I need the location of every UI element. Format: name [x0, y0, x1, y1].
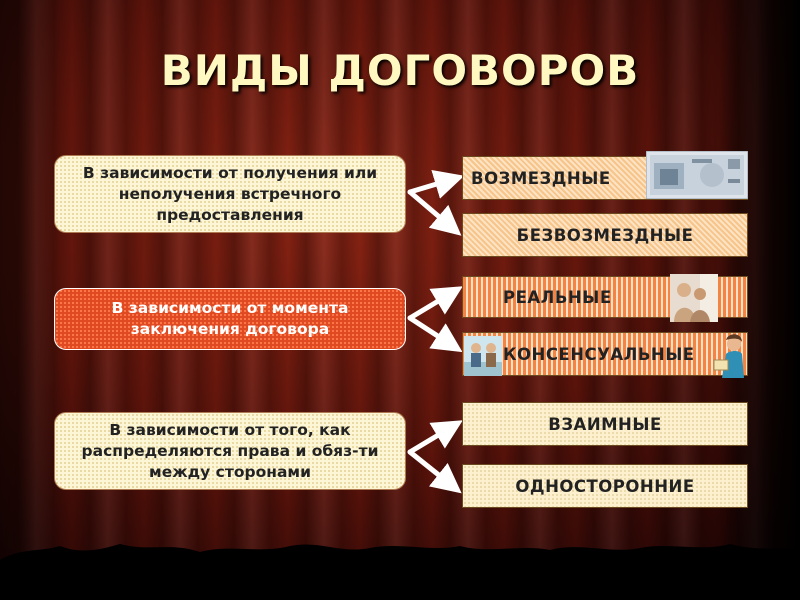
arrow-3b: [407, 449, 462, 494]
option-label: ОДНОСТОРОННИЕ: [515, 476, 695, 496]
arrow-2a: [407, 286, 463, 321]
option-odnostoronnie: ОДНОСТОРОННИЕ: [462, 464, 748, 508]
category-label: В зависимости от момента заключения дого…: [111, 299, 349, 338]
arrow-1b: [407, 189, 462, 236]
curtain-left-shadow: [0, 0, 60, 600]
option-label: РЕАЛЬНЫЕ: [503, 287, 612, 307]
banknote-icon: [646, 151, 748, 199]
category-conclusion-moment: В зависимости от момента заключения дого…: [54, 288, 406, 350]
category-rights-distribution: В зависимости от того, как распределяютс…: [54, 412, 406, 490]
arrow-3a: [407, 420, 463, 455]
option-vzaimnye: ВЗАИМНЫЕ: [462, 402, 748, 446]
option-label: ВЗАИМНЫЕ: [548, 414, 662, 434]
option-label: ВОЗМЕЗДНЫЕ: [471, 168, 611, 188]
option-konsensualnye: КОНСЕНСУАЛЬНЫЕ: [462, 332, 748, 376]
arrow-1a: [407, 169, 465, 199]
category-counter-performance: В зависимости от получения или неполучен…: [54, 155, 406, 233]
option-label: КОНСЕНСУАЛЬНЫЕ: [503, 344, 695, 364]
page-title: ВИДЫ ДОГОВОРОВ: [160, 46, 640, 95]
stage-floor: [0, 544, 800, 600]
option-bezvozmezdnye: БЕЗВОЗМЕЗДНЫЕ: [462, 213, 748, 257]
option-label: БЕЗВОЗМЕЗДНЫЕ: [516, 225, 694, 245]
meeting-icon: [464, 336, 502, 376]
woman-icon: [713, 334, 744, 378]
people-icon: [670, 274, 718, 322]
arrow-2b: [407, 315, 463, 353]
category-label: В зависимости от получения или неполучен…: [82, 163, 378, 224]
category-label: В зависимости от того, как распределяютс…: [81, 420, 379, 481]
